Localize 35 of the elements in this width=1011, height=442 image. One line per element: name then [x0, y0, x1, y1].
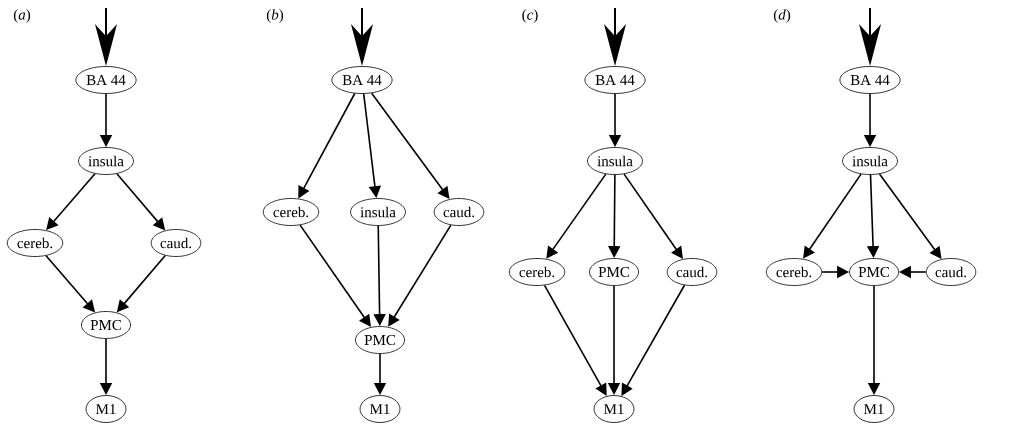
arrow [546, 173, 607, 259]
panel-label: (a) [13, 9, 31, 23]
ellipse-node: cereb. [6, 229, 64, 257]
ellipse-node: PMC [355, 326, 405, 354]
ellipse-node: caud. [433, 198, 485, 226]
ellipse-node: BA 44 [75, 66, 137, 94]
panel-label: (d) [773, 9, 791, 23]
panel-label: (b) [266, 9, 284, 23]
ellipse-node: insula [78, 147, 134, 175]
arrow [621, 284, 686, 396]
ellipse-node: caud. [666, 258, 718, 286]
ellipse-node: insula [842, 147, 898, 175]
ellipse-node: M1 [85, 395, 127, 423]
ellipse-node: caud. [925, 258, 977, 286]
ellipse-node: BA 44 [584, 66, 646, 94]
ellipse-node: caud. [150, 229, 202, 257]
arrow [803, 173, 862, 259]
panel-label: (c) [522, 9, 538, 23]
arrow [388, 224, 452, 327]
ellipse-node: insula [350, 198, 406, 226]
ellipse-node: M1 [853, 395, 895, 423]
ellipse-node: M1 [593, 395, 635, 423]
ellipse-node: BA 44 [331, 66, 393, 94]
ellipse-node: insula [587, 147, 643, 175]
ellipse-node: cereb. [262, 198, 320, 226]
arrow [543, 284, 607, 396]
ellipse-node: PMC [589, 258, 639, 286]
ellipse-node: BA 44 [839, 66, 901, 94]
ellipse-node: PMC [81, 311, 131, 339]
ellipse-node: PMC [849, 258, 899, 286]
ellipse-node: M1 [359, 395, 401, 423]
ellipse-node: cereb. [765, 258, 823, 286]
arrow [299, 224, 371, 327]
ellipse-node: cereb. [508, 258, 566, 286]
arrow [623, 173, 683, 259]
